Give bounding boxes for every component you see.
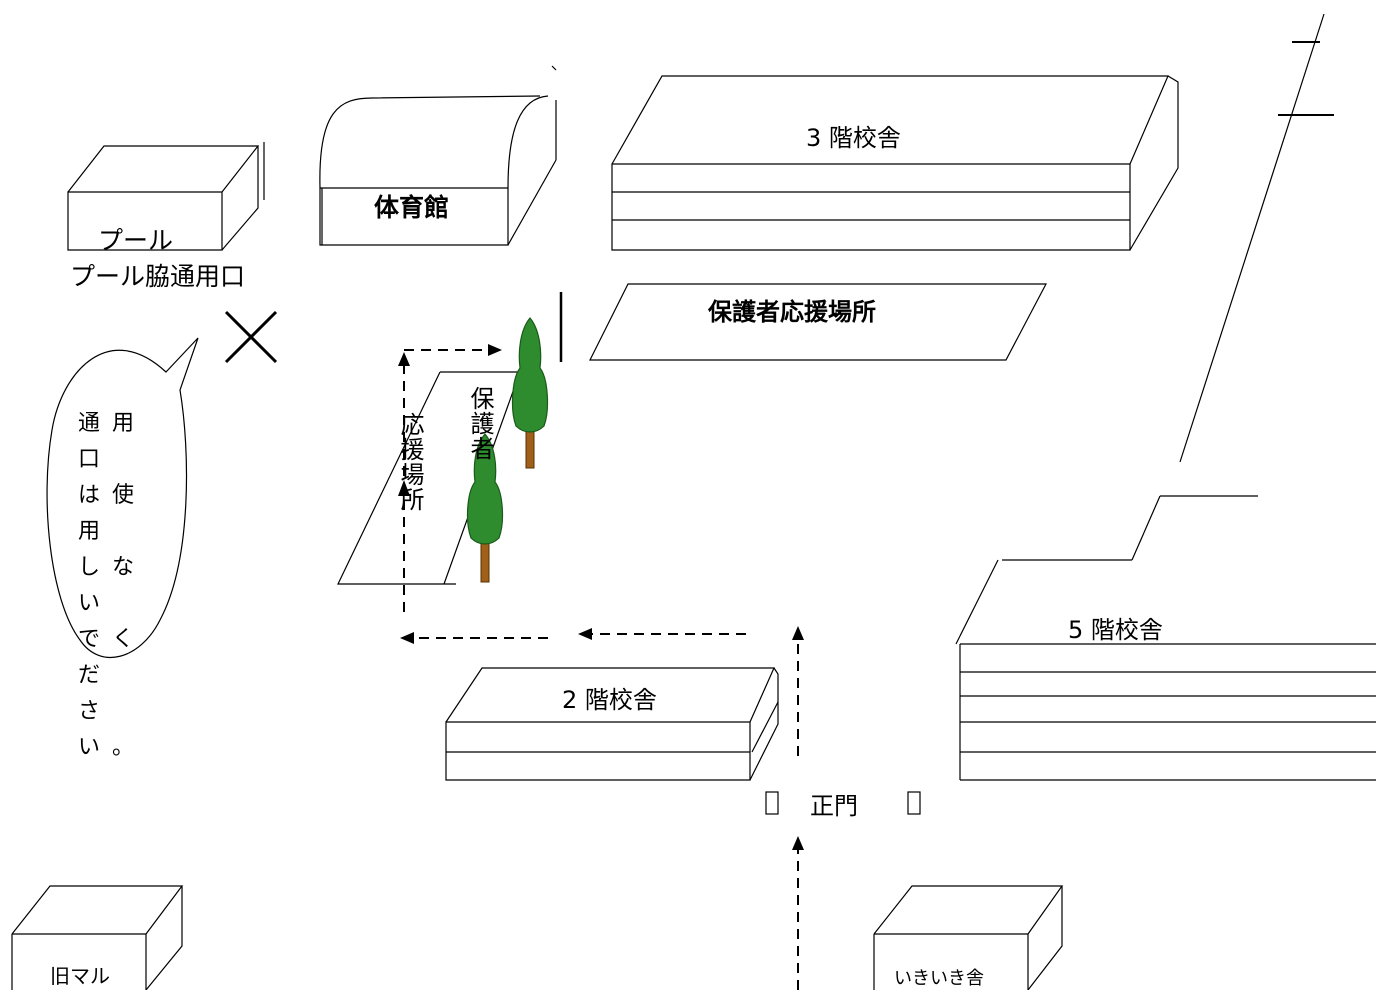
five-floor-label: 5 階校舎: [1068, 616, 1163, 644]
old-maru-label: 旧マル: [50, 964, 110, 988]
old-maru-building: [11, 885, 184, 990]
gymnasium-building: [319, 65, 557, 246]
two-floor-label: 2 階校舎: [562, 686, 657, 714]
three-floor-building: [611, 75, 1179, 251]
notice-line: しない: [78, 555, 147, 616]
pool-label: プール: [98, 226, 174, 255]
tree-upper: [511, 317, 549, 469]
two-floor-building: [445, 667, 779, 781]
pool-building: [67, 142, 265, 251]
gym-label: 体育館: [374, 193, 450, 222]
road-edge: [1002, 13, 1334, 561]
notice-line: は使用: [78, 483, 147, 544]
arrow-heads: [398, 344, 804, 850]
parents-area-vertical-label-b: 保護者: [466, 386, 494, 461]
notice-line: でくだ: [78, 627, 147, 688]
parents-area-vertical-label-a: 応援場所: [396, 412, 424, 512]
notice-bubble: [46, 337, 199, 658]
ikiiki-label: いきいき舎: [894, 968, 984, 989]
three-floor-label: 3 階校舎: [806, 124, 901, 152]
tree-lower: [466, 433, 504, 583]
parents-area-label: 保護者応援場所: [708, 298, 876, 326]
ikiiki-building: [873, 885, 1064, 990]
parents-area-horizontal: [589, 283, 1047, 361]
pool-gate-label: プール脇通用口: [70, 262, 246, 291]
gate-post-left: [765, 791, 779, 815]
notice-text: 通用口 は使用 しない でくだ さい。: [78, 406, 178, 766]
five-floor-building: [955, 559, 1376, 781]
no-entry-x-mark: [224, 310, 278, 364]
notice-line: さい。: [78, 699, 147, 760]
notice-line: 通用口: [78, 411, 147, 472]
route-arrows: [403, 349, 799, 990]
gate-post-right: [907, 791, 921, 815]
main-gate-label: 正門: [810, 792, 858, 820]
